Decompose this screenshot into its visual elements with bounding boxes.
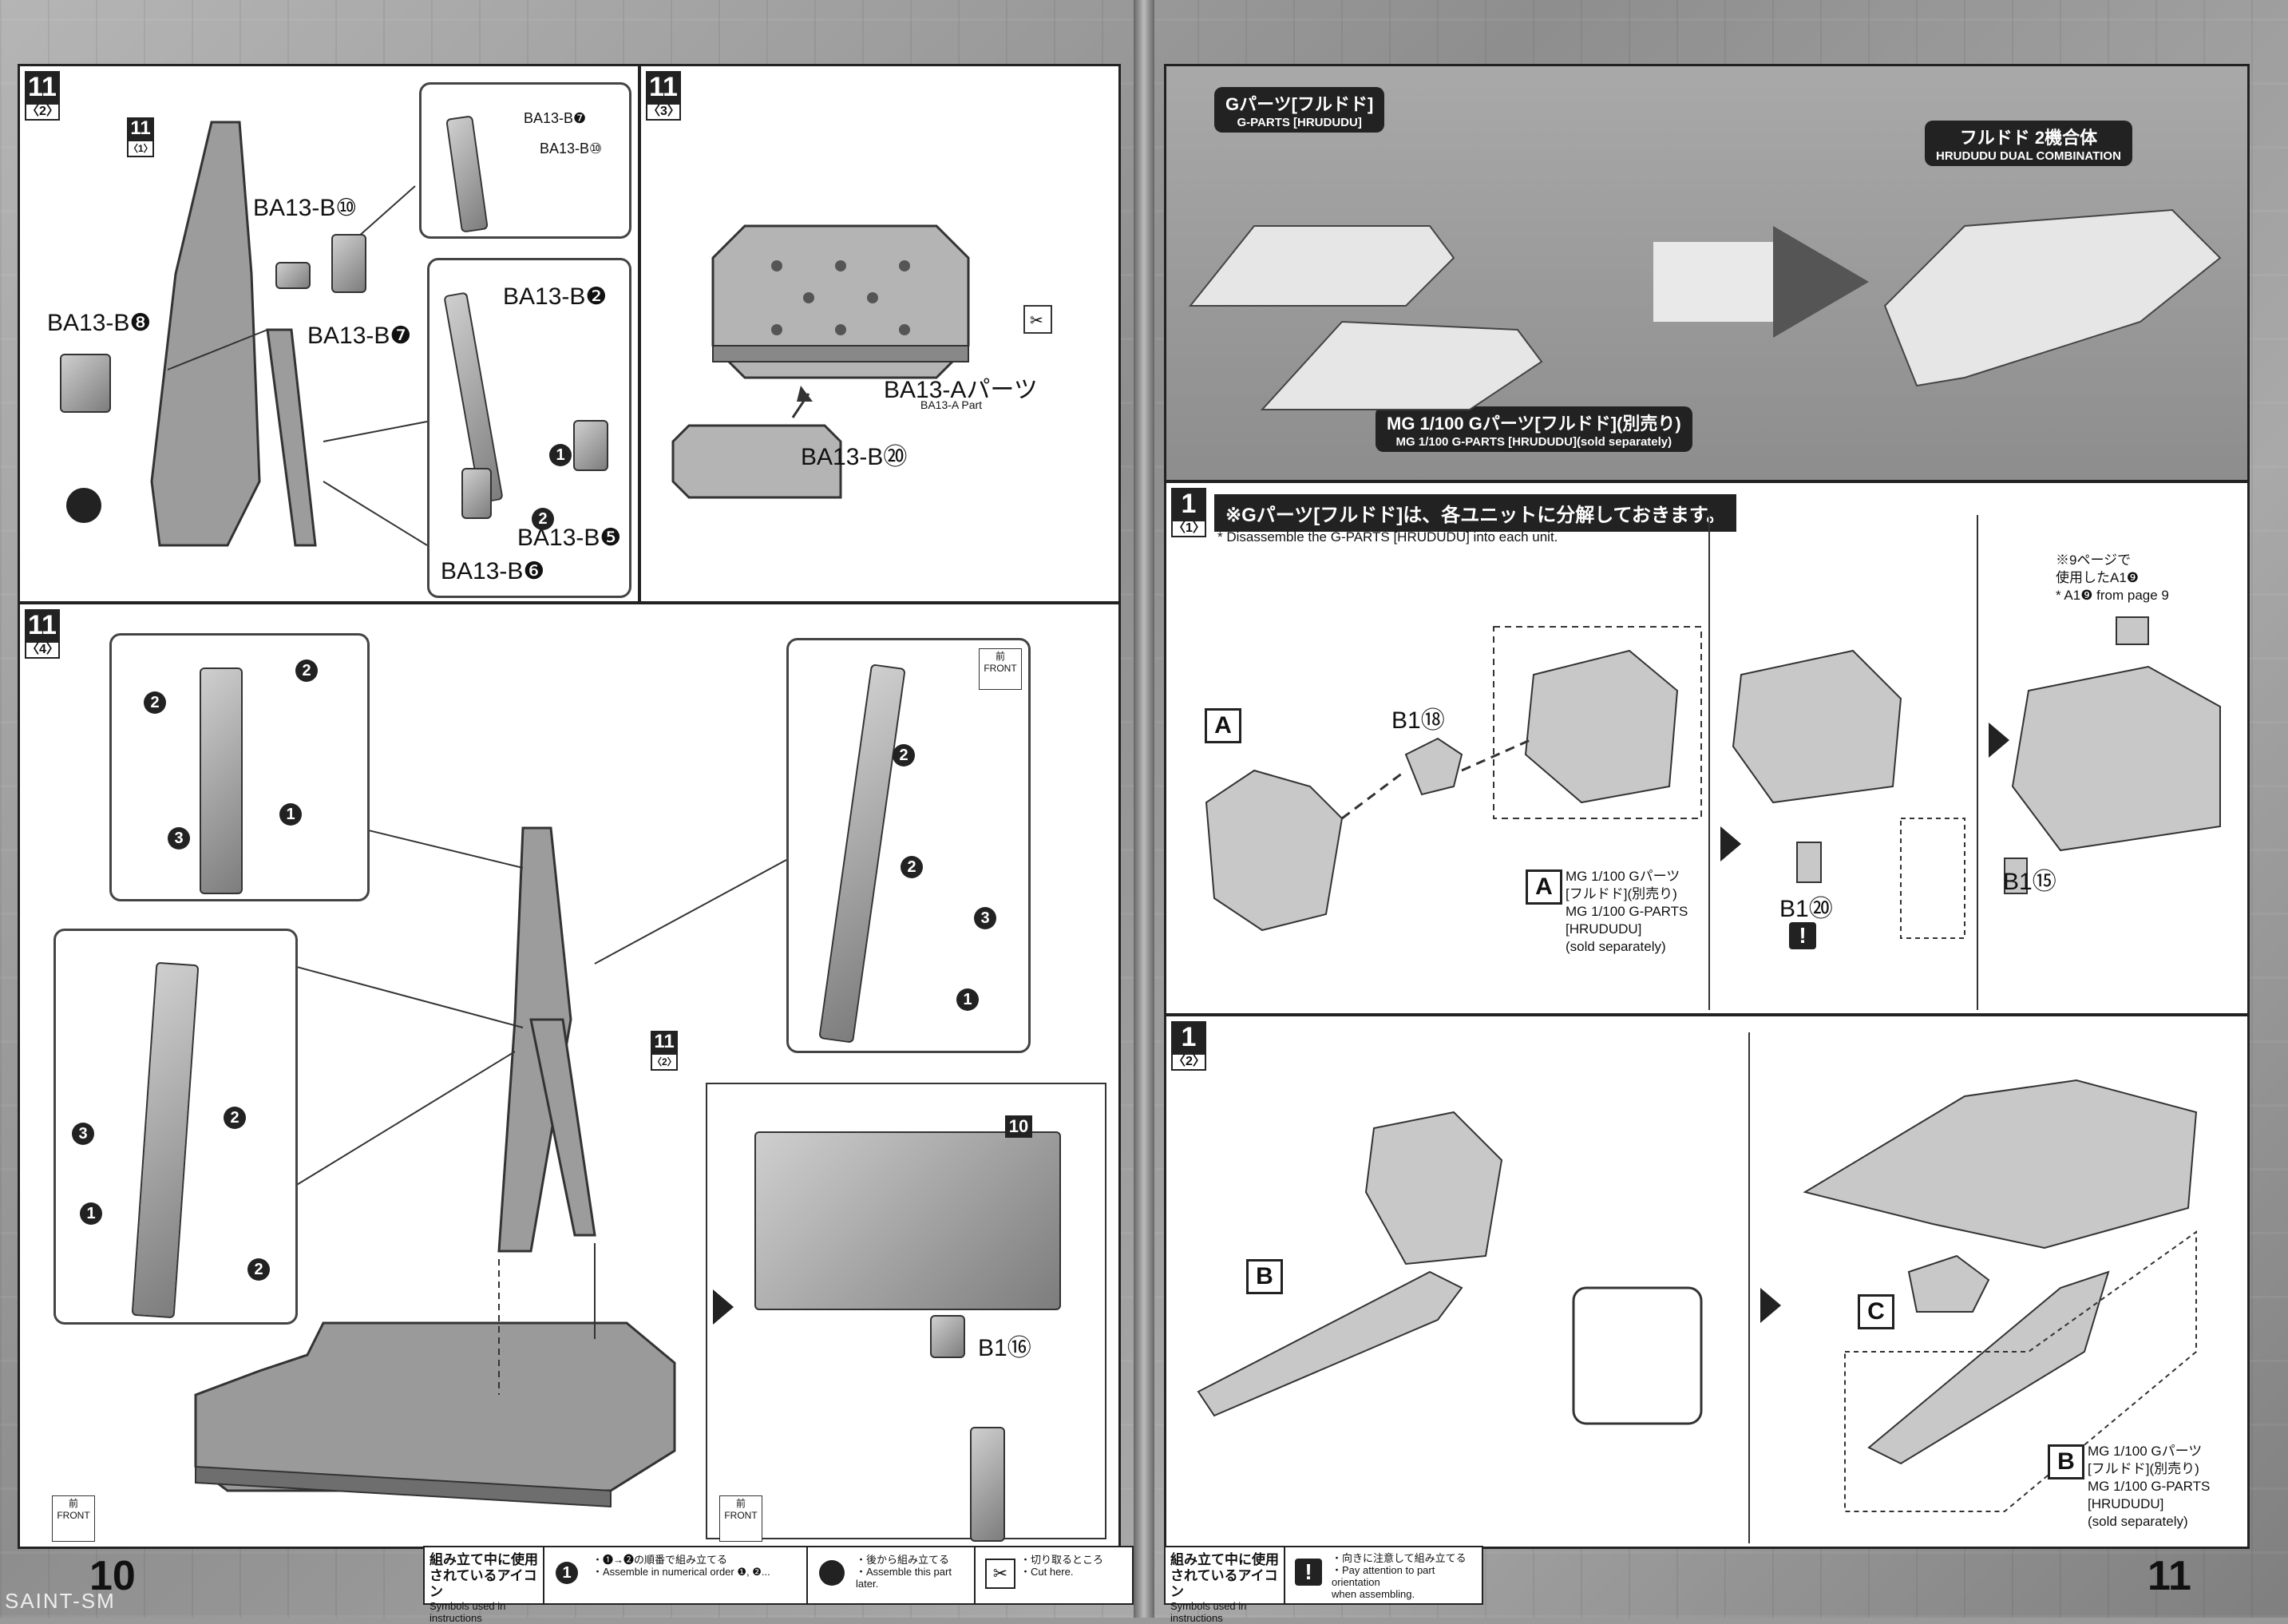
tag-gparts: Gパーツ[フルドド] G-PARTS [HRUDUDU] xyxy=(1214,87,1385,133)
base-diagram: ✂ xyxy=(671,224,1052,499)
unit-b-diagram xyxy=(1197,1032,2198,1543)
step-number: 11 〈2〉 xyxy=(25,71,60,121)
label-c: C xyxy=(1858,1294,1894,1329)
next-arrow xyxy=(1760,1288,1781,1323)
part-b7 xyxy=(275,262,311,289)
step-11-2-panel: 11 〈2〉 11 〈1〉 BA13-B⑩ BA13-B❼ BA13-B❽ BA… xyxy=(18,64,640,604)
ref-step-10: 10 xyxy=(1005,1115,1032,1138)
label-b5: BA13-B❺ xyxy=(517,525,622,551)
next-arrow xyxy=(713,1289,734,1325)
part-b8 xyxy=(60,354,111,413)
stand-arm-diagram xyxy=(66,121,428,547)
inset-b2-b5-b6: BA13-B❷ BA13-B❺ BA13-B❻ 1 2 xyxy=(427,258,631,598)
unit-a-diagram xyxy=(1205,515,2221,1010)
symbols-legend-left: 組み立て中に使用 されているアイコン Symbols used in instr… xyxy=(423,1546,1134,1624)
note-b-letter: B xyxy=(2048,1444,2084,1479)
inset-b7-b10: BA13-B❼ BA13-B⑩ xyxy=(419,82,631,239)
inset-middle-joint: 3 1 2 2 xyxy=(53,929,298,1325)
note-a-text: MG 1/100 Gパーツ [フルドド](別売り) MG 1/100 G-PAR… xyxy=(1566,869,1688,954)
label-b7: BA13-B❼ xyxy=(307,323,412,349)
label-a-part-en: BA13-A Part xyxy=(920,398,983,411)
label-b16: B1⑯ xyxy=(978,1335,1031,1361)
inset-label-b7: BA13-B❼ xyxy=(524,110,587,126)
step-reference: 11 〈2〉 xyxy=(651,1031,678,1071)
label-b18: B1⑱ xyxy=(1391,707,1445,734)
watermark: SAINT-SM xyxy=(5,1589,116,1613)
next-arrow xyxy=(1720,826,1741,862)
step-number: 1 〈1〉 xyxy=(1171,488,1206,537)
label-a: A xyxy=(1205,708,1241,743)
disassemble-instruction: ※Gパーツ[フルドド]は、各ユニットに分解しておきます。 xyxy=(1214,494,1737,532)
step-number: 11 〈4〉 xyxy=(25,609,60,659)
svg-text:✂: ✂ xyxy=(1030,312,1043,330)
note-a-letter: A xyxy=(1526,869,1562,905)
label-b20: BA13-B⑳ xyxy=(801,444,908,470)
label-a-part-jp: BA13-Aパーツ xyxy=(884,377,1038,403)
label-b8: BA13-B❽ xyxy=(47,310,152,336)
step-reference: 11 〈1〉 xyxy=(127,117,154,157)
step-number: 11 〈3〉 xyxy=(646,71,681,121)
page-gutter xyxy=(1134,0,1154,1618)
page-number-left: 10 xyxy=(89,1553,136,1599)
label-b2: BA13-B❷ xyxy=(503,283,608,310)
label-b10: BA13-B⑩ xyxy=(253,195,358,221)
label-b6: BA13-B❻ xyxy=(441,558,545,584)
note-b-text: MG 1/100 Gパーツ [フルドド](別売り) MG 1/100 G-PAR… xyxy=(2088,1444,2211,1529)
tag-dual-combination: フルドド 2機合体 HRUDUDU DUAL COMBINATION xyxy=(1925,121,2132,166)
assemble-later-icon xyxy=(819,1560,845,1586)
part-b10 xyxy=(331,234,366,293)
inset-label-b10: BA13-B⑩ xyxy=(540,141,603,156)
numbered-order-icon: 1 xyxy=(556,1562,578,1584)
orientation-icon: ! xyxy=(1295,1559,1322,1586)
tag-sold-separately: MG 1/100 Gパーツ[フルドド](別売り) MG 1/100 G-PART… xyxy=(1376,406,1692,452)
step-1-1-panel: 1 〈1〉 ※Gパーツ[フルドド]は、各ユニットに分解しておきます。 * Dis… xyxy=(1164,481,2250,1016)
gparts-banner: Gパーツ[フルドド] G-PARTS [HRUDUDU] フルドド 2機合体 H… xyxy=(1164,64,2250,482)
ref-a19-note: ※9ページで 使用したA1❾ * A1❾ from page 9 xyxy=(2056,553,2169,603)
page-number-right: 11 xyxy=(2147,1553,2191,1599)
step-1-2-panel: 1 〈2〉 B C B MG 1/100 Gパーツ [フルドド](別売り) MG… xyxy=(1164,1014,2250,1549)
backpack-diagram xyxy=(754,1131,1061,1310)
stand-arm-tip xyxy=(970,1427,1005,1542)
scissors-icon: ✂ xyxy=(985,1559,1015,1589)
label-b15: B1⑮ xyxy=(2003,869,2056,895)
orientation-icon: ! xyxy=(1789,922,1816,949)
disassemble-instruction-en: * Disassemble the G-PARTS [HRUDUDU] into… xyxy=(1217,529,1558,545)
label-b: B xyxy=(1246,1259,1283,1294)
step-number: 1 〈2〉 xyxy=(1171,1021,1206,1071)
step-11-4-panel: 11 〈4〉 11 〈2〉 2 2 1 3 3 1 2 2 2 2 3 xyxy=(18,602,1121,1549)
inset-top-joint: 2 2 1 3 xyxy=(109,633,370,901)
hrududu-combination-diagram xyxy=(1188,208,2222,410)
symbols-legend-right: 組み立て中に使用 されているアイコン Symbols used in instr… xyxy=(1164,1546,1483,1624)
next-arrow xyxy=(1989,723,2009,758)
step-11-3-panel: 11 〈3〉 ✂ BA13-Aパーツ BA13-A Part BA13-B⑳ xyxy=(639,64,1121,604)
label-b20: B1⑳ xyxy=(1779,896,1833,922)
part-b16 xyxy=(930,1315,965,1358)
